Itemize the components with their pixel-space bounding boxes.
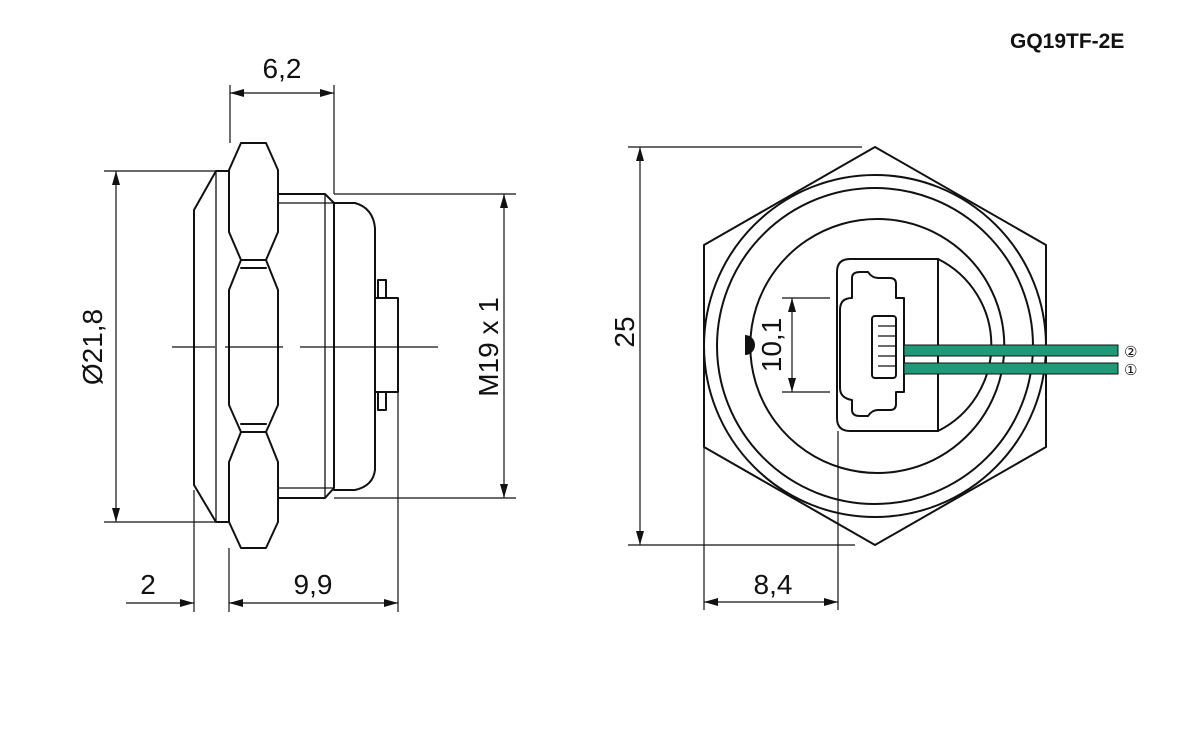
arrowhead <box>824 598 838 606</box>
arrowhead <box>500 484 508 498</box>
arrowhead <box>320 89 334 97</box>
pin-label-2: ② <box>1124 343 1137 361</box>
part-number-title: GQ19TF-2E <box>1010 30 1124 53</box>
rear-view: ② ① 25 10,1 8,4 <box>609 146 1137 610</box>
dim-label-front-offset: 2 <box>140 569 156 600</box>
dim-label-diameter: Ø21,8 <box>77 309 108 385</box>
arrowhead <box>636 147 644 161</box>
dim-label-thread: M19 x 1 <box>473 297 504 397</box>
dim-label-connector-height: 10,1 <box>756 318 787 373</box>
orientation-notch <box>745 335 755 355</box>
terminal-pin-top <box>377 279 387 299</box>
pin-label-1: ① <box>1124 361 1137 379</box>
pin-slot-frame <box>871 315 897 379</box>
arrowhead <box>112 171 120 185</box>
dim-label-hex-half-width: 8,4 <box>754 569 793 600</box>
connector-body <box>839 271 905 417</box>
arrowhead <box>636 531 644 545</box>
dim-label-hex-height: 25 <box>609 316 640 347</box>
dim-label-body-length: 9,9 <box>294 569 333 600</box>
terminal-pin-bottom <box>377 391 387 411</box>
arrowhead <box>180 599 194 607</box>
threaded-body <box>277 193 335 499</box>
hex-nut-profile <box>228 142 279 549</box>
arrowhead <box>788 298 796 312</box>
arrowhead <box>229 599 243 607</box>
hex-outline <box>703 146 1047 546</box>
arrowhead <box>230 89 244 97</box>
arrowhead <box>500 194 508 208</box>
wire-1 <box>903 362 1119 375</box>
arrowhead <box>788 378 796 392</box>
arrowhead <box>384 599 398 607</box>
dim-label-width: 6,2 <box>263 53 302 84</box>
arrowhead <box>704 598 718 606</box>
connector-housing <box>836 258 939 432</box>
side-view: 6,2 Ø21,8 M19 x 1 2 9,9 <box>77 53 516 612</box>
rear-housing <box>333 202 376 491</box>
terminal-block <box>374 297 399 393</box>
arrowhead <box>112 508 120 522</box>
wire-2 <box>903 344 1119 357</box>
